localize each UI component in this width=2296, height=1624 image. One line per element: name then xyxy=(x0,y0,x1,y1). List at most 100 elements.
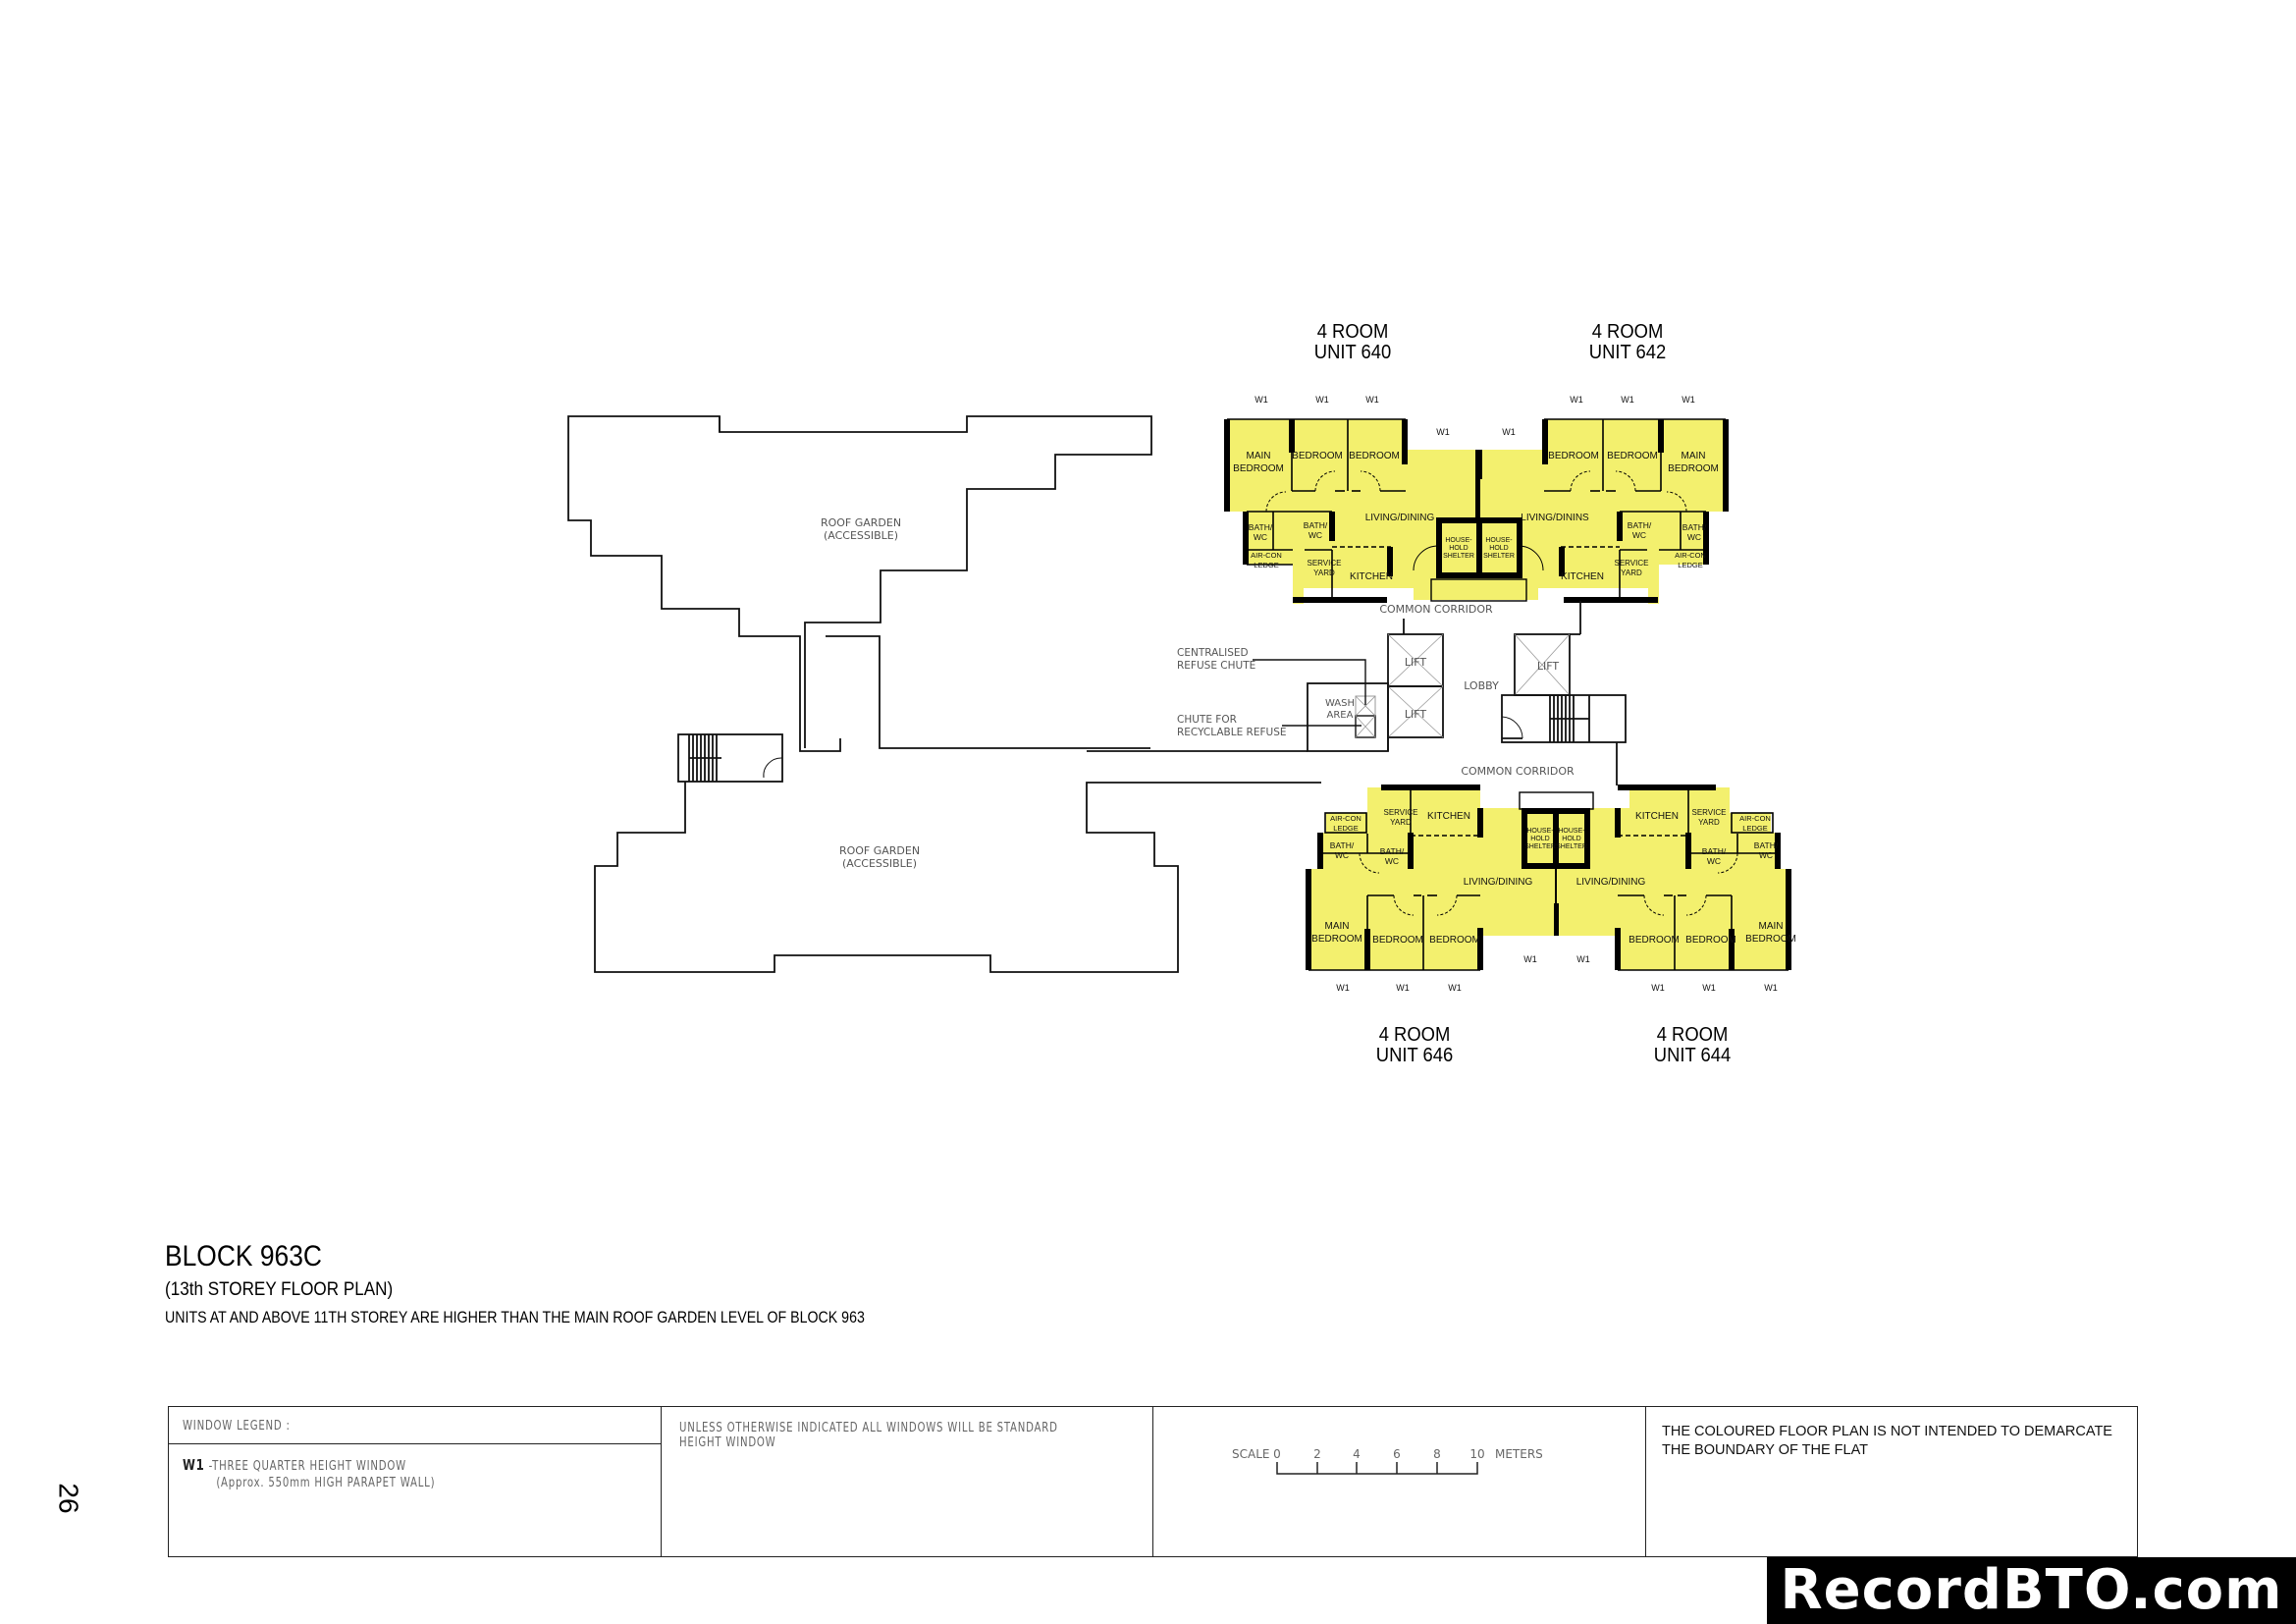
roof-garden-lower-sub: (ACCESSIBLE) xyxy=(842,857,917,870)
svg-text:HOLD: HOLD xyxy=(1562,836,1580,842)
svg-text:HOUSE-: HOUSE- xyxy=(1445,537,1472,544)
svg-text:YARD: YARD xyxy=(1621,568,1642,577)
w1-code: W1 xyxy=(183,1456,205,1474)
svg-text:WC: WC xyxy=(1759,850,1773,860)
svg-text:LIVING/DINING: LIVING/DINING xyxy=(1464,877,1533,888)
window-legend-heading: WINDOW LEGEND : xyxy=(183,1419,291,1434)
disclaimer-text: THE COLOURED FLOOR PLAN IS NOT INTENDED … xyxy=(1662,1423,2112,1460)
svg-text:HOUSE-: HOUSE- xyxy=(1558,828,1585,835)
shelter-labels-lower: HOUSE- HOLD SHELTER HOUSE- HOLD SHELTER xyxy=(1524,828,1587,850)
svg-text:BATH/: BATH/ xyxy=(1304,520,1328,530)
roof-garden-lower xyxy=(594,782,1321,973)
svg-text:CENTRALISED: CENTRALISED xyxy=(1177,647,1249,659)
staircase-west xyxy=(677,733,783,783)
svg-text:WC: WC xyxy=(1254,532,1267,542)
svg-text:SERVICE: SERVICE xyxy=(1692,808,1727,817)
svg-text:HOLD: HOLD xyxy=(1489,545,1508,552)
svg-text:AIR-CON: AIR-CON xyxy=(1739,814,1771,823)
disclaimer-line2: THE BOUNDARY OF THE FLAT xyxy=(1662,1442,1869,1458)
window-markers: W1 W1 W1 W1 W1 W1 W1 W1 W1 W1 W1 W1 W1 W… xyxy=(1255,395,1778,993)
roof-garden-upper-sub: (ACCESSIBLE) xyxy=(824,529,898,542)
svg-text:YARD: YARD xyxy=(1390,818,1412,827)
disclaimer-cell: THE COLOURED FLOOR PLAN IS NOT INTENDED … xyxy=(1646,1407,2137,1556)
svg-text:LIVING/DININS: LIVING/DININS xyxy=(1521,513,1589,523)
scale-tick-10: 10 xyxy=(1469,1447,1484,1461)
svg-text:BEDROOM: BEDROOM xyxy=(1311,934,1362,945)
svg-text:BATH/: BATH/ xyxy=(1682,522,1707,532)
svg-text:WASH: WASH xyxy=(1325,698,1355,709)
svg-text:SERVICE: SERVICE xyxy=(1308,559,1342,568)
svg-text:W1: W1 xyxy=(1764,983,1778,993)
svg-text:AIR-CON: AIR-CON xyxy=(1330,814,1362,823)
standard-window-note-cell: UNLESS OTHERWISE INDICATED ALL WINDOWS W… xyxy=(662,1407,1153,1556)
roof-garden-lower-label: ROOF GARDEN xyxy=(839,844,920,857)
svg-text:SHELTER: SHELTER xyxy=(1556,843,1587,850)
svg-text:BEDROOM: BEDROOM xyxy=(1607,451,1658,461)
unit-640-room-labels: MAIN BEDROOM BEDROOM BEDROOM LIVING/DINI… xyxy=(1233,451,1434,582)
svg-text:BATH/: BATH/ xyxy=(1702,846,1727,856)
unit-646-room-labels: MAIN BEDROOM BEDROOM BEDROOM LIVING/DINI… xyxy=(1311,808,1532,946)
svg-text:W1: W1 xyxy=(1336,983,1350,993)
svg-text:BEDROOM: BEDROOM xyxy=(1349,451,1400,461)
scale-unit: METERS xyxy=(1495,1447,1543,1461)
svg-text:BATH/: BATH/ xyxy=(1249,522,1273,532)
unit-646-title: 4 ROOM UNIT 646 xyxy=(1361,1025,1468,1066)
svg-text:LIFT: LIFT xyxy=(1537,660,1560,673)
unit-644-plan xyxy=(1556,785,1791,971)
scale-cell: SCALE 0 2 4 6 8 10 METERS xyxy=(1153,1407,1646,1556)
standard-window-note-line2: HEIGHT WINDOW xyxy=(679,1435,776,1450)
svg-text:BATH/: BATH/ xyxy=(1380,846,1405,856)
scale-tick-6: 6 xyxy=(1393,1447,1401,1461)
scale-tick-0: 0 xyxy=(1273,1447,1281,1461)
svg-text:BEDROOM: BEDROOM xyxy=(1668,463,1719,474)
unit-642-title: 4 ROOM UNIT 642 xyxy=(1574,322,1682,363)
svg-text:LIVING/DINING: LIVING/DINING xyxy=(1576,877,1646,888)
svg-text:W1: W1 xyxy=(1502,427,1516,437)
svg-text:MAIN: MAIN xyxy=(1759,921,1784,932)
watermark-banner[interactable]: RecordBTO.com xyxy=(1767,1557,2296,1624)
window-legend-body: W1 -THREE QUARTER HEIGHT WINDOW (Approx.… xyxy=(169,1444,661,1502)
unit-642-room-labels: MAIN BEDROOM BEDROOM BEDROOM LIVING/DINI… xyxy=(1521,451,1719,582)
standard-window-note-line1: UNLESS OTHERWISE INDICATED ALL WINDOWS W… xyxy=(679,1421,1058,1435)
roof-garden-upper xyxy=(567,415,1152,752)
svg-text:BEDROOM: BEDROOM xyxy=(1372,935,1423,946)
svg-text:LOBBY: LOBBY xyxy=(1464,679,1499,692)
svg-text:AIR-CON: AIR-CON xyxy=(1251,551,1282,560)
svg-text:SHELTER: SHELTER xyxy=(1443,553,1474,560)
svg-text:BATH/: BATH/ xyxy=(1330,840,1355,850)
household-shelters-lower xyxy=(1519,791,1594,936)
svg-text:W1: W1 xyxy=(1576,954,1590,964)
svg-text:BEDROOM: BEDROOM xyxy=(1629,935,1680,946)
svg-text:SERVICE: SERVICE xyxy=(1615,559,1649,568)
svg-text:MAIN: MAIN xyxy=(1325,921,1350,932)
svg-text:W1: W1 xyxy=(1621,395,1634,405)
unit-646-type: 4 ROOM xyxy=(1378,1024,1451,1046)
svg-text:LEDGE: LEDGE xyxy=(1678,561,1702,569)
svg-text:KITCHEN: KITCHEN xyxy=(1427,811,1470,822)
svg-text:BEDROOM: BEDROOM xyxy=(1548,451,1599,461)
svg-text:BEDROOM: BEDROOM xyxy=(1429,935,1480,946)
legend-table: WINDOW LEGEND : W1 -THREE QUARTER HEIGHT… xyxy=(168,1406,2138,1557)
w1-description: -THREE QUARTER HEIGHT WINDOW xyxy=(208,1459,406,1474)
unit-644-title: 4 ROOM UNIT 644 xyxy=(1638,1025,1746,1066)
svg-text:W1: W1 xyxy=(1448,983,1462,993)
svg-text:CHUTE FOR: CHUTE FOR xyxy=(1177,714,1237,726)
svg-text:BEDROOM: BEDROOM xyxy=(1745,934,1796,945)
shelter-labels-upper: HOUSE- HOLD SHELTER HOUSE- HOLD SHELTER xyxy=(1443,537,1515,560)
unit-642-type: 4 ROOM xyxy=(1591,321,1664,343)
unit-642-number: UNIT 642 xyxy=(1588,342,1667,363)
w1-detail: (Approx. 550mm HIGH PARAPET WALL) xyxy=(216,1476,436,1490)
scale-tick-2: 2 xyxy=(1313,1447,1321,1461)
svg-text:BATH/: BATH/ xyxy=(1754,840,1779,850)
household-shelters-upper xyxy=(1413,450,1544,602)
svg-text:RECYCLABLE REFUSE: RECYCLABLE REFUSE xyxy=(1177,727,1287,738)
svg-text:KITCHEN: KITCHEN xyxy=(1561,571,1604,582)
svg-text:W1: W1 xyxy=(1315,395,1329,405)
svg-text:W1: W1 xyxy=(1682,395,1695,405)
svg-text:KITCHEN: KITCHEN xyxy=(1350,571,1393,582)
common-area-labels: COMMON CORRIDOR COMMON CORRIDOR LIFT LIF… xyxy=(1177,603,1575,778)
svg-text:W1: W1 xyxy=(1436,427,1450,437)
scale-tick-8: 8 xyxy=(1433,1447,1441,1461)
svg-text:AREA: AREA xyxy=(1327,710,1354,721)
svg-text:WC: WC xyxy=(1335,850,1349,860)
